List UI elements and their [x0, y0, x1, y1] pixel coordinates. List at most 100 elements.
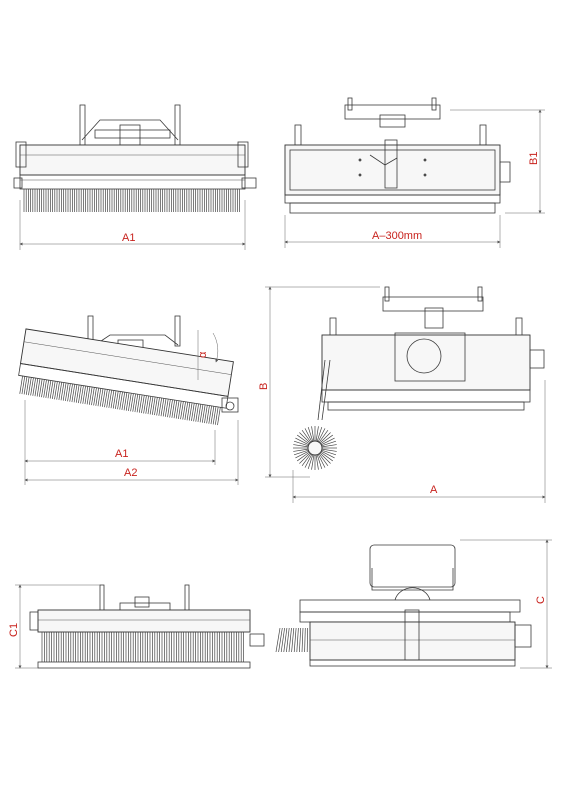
bristle: [204, 405, 208, 424]
bristle: [151, 396, 156, 415]
brush-bristle: [293, 448, 309, 452]
brush-bristle: [311, 454, 315, 470]
bristle: [121, 392, 126, 410]
bristle: [208, 405, 212, 424]
bristle: [136, 394, 141, 413]
view-top-side-brush: B A: [258, 286, 546, 503]
brush-bristle: [318, 453, 329, 467]
dimension-label-a-300mm: A–300mm: [372, 230, 422, 242]
brush-bristle: [307, 426, 314, 442]
view-rear-with-tank: C: [275, 539, 552, 669]
side-brush-bristle: [278, 627, 283, 653]
brush-bristle: [320, 434, 334, 445]
bristle: [82, 385, 86, 404]
bristle: [84, 386, 89, 405]
bristle: [165, 398, 169, 417]
brush-bristle: [319, 452, 331, 464]
bristle: [78, 385, 82, 404]
brush-bristle: [293, 444, 309, 448]
bristle: [132, 393, 136, 412]
bristle: [206, 405, 210, 424]
bristle: [188, 402, 193, 421]
bristle: [97, 388, 102, 407]
bristle: [112, 390, 117, 409]
brush-bristle: [296, 434, 310, 445]
bristle: [67, 383, 71, 402]
bristle: [217, 407, 221, 426]
dimension-label-b1: B1: [528, 152, 540, 165]
bristle: [191, 403, 195, 422]
bristle: [106, 389, 110, 408]
bristle: [180, 401, 184, 420]
brush-bristle: [321, 450, 335, 459]
bristle: [119, 391, 123, 410]
bristle: [134, 394, 139, 413]
side-brush-bristle: [288, 627, 292, 653]
side-brush-icon: [293, 426, 337, 470]
brush-bristle: [321, 448, 337, 452]
bristle: [147, 396, 152, 415]
bristle: [86, 386, 91, 405]
bristle: [30, 377, 34, 396]
brush-bristle: [317, 454, 326, 468]
bristle: [201, 404, 206, 423]
bristle: [171, 400, 176, 418]
brush-bristle: [304, 428, 313, 442]
bristle: [101, 389, 106, 407]
bristle: [138, 394, 143, 413]
bristle: [71, 384, 76, 403]
side-brush-bristle: [304, 627, 306, 653]
bristle: [88, 386, 93, 405]
bristle: [130, 393, 134, 412]
bristle: [60, 382, 65, 401]
bristle: [178, 401, 182, 419]
bristle: [28, 377, 32, 396]
bristle: [167, 399, 171, 418]
bristle: [212, 406, 217, 425]
view-front-sweeper: A1: [13, 104, 257, 250]
bristle: [199, 404, 204, 423]
bristle: [32, 378, 36, 396]
brush-bristle: [316, 454, 323, 470]
bristle: [21, 376, 26, 395]
dimension-label-a2: A2: [124, 467, 137, 479]
bristle: [25, 376, 30, 395]
bristle: [175, 400, 180, 419]
brush-bristle: [321, 449, 337, 456]
bristle: [34, 378, 39, 397]
side-brush-bristle: [293, 627, 297, 653]
brush-bristle: [321, 437, 335, 446]
bristle: [69, 383, 73, 402]
bristle: [162, 398, 167, 417]
bristle: [80, 385, 84, 404]
bristle: [197, 404, 202, 423]
dimension-label-b: B: [258, 383, 270, 390]
bristle: [36, 378, 41, 397]
bristle: [186, 402, 191, 421]
bristle: [143, 395, 147, 414]
bristle: [95, 387, 99, 406]
side-brush-bristle: [283, 627, 288, 653]
bristle: [91, 387, 95, 406]
bristle: [115, 391, 119, 409]
side-brush-bristle: [280, 627, 285, 653]
bristle: [108, 390, 113, 408]
bristle: [104, 389, 108, 408]
side-brush-bristle: [301, 627, 304, 653]
dimension-label-a1-angled: A1: [115, 448, 128, 460]
bristle: [173, 400, 178, 419]
brush-bristle: [318, 429, 329, 443]
view-angled-sweeper: α A1 A2: [18, 315, 239, 485]
brush-bristle: [320, 451, 334, 462]
brush-bristle: [293, 449, 309, 456]
bristle: [182, 401, 186, 420]
bristle: [41, 379, 45, 398]
bristle: [93, 387, 97, 406]
brush-bristle: [301, 429, 312, 443]
brush-bristle: [307, 454, 314, 470]
bristle: [210, 406, 215, 425]
dimension-label-c1: C1: [8, 623, 20, 637]
bristle: [52, 381, 56, 399]
side-brush-bristle: [296, 627, 299, 653]
